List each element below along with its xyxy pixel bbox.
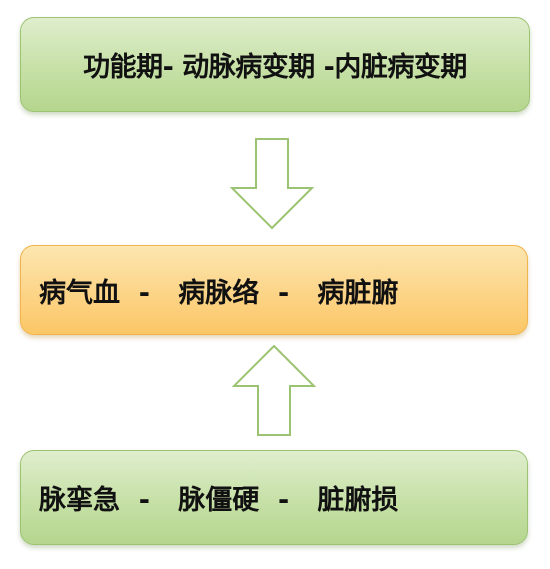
stage-box-top: 功能期- 动脉病变期 -内脏病变期: [20, 17, 530, 112]
arrow-up-shape: [232, 345, 316, 436]
stage-box-middle: 病气血 - 病脉络 - 病脏腑: [20, 245, 528, 335]
stage-box-middle-text: 病气血 - 病脉络 - 病脏腑: [39, 277, 399, 309]
arrow-down-icon: [230, 138, 314, 230]
stage-box-top-text: 功能期- 动脉病变期 -内脏病变期: [83, 52, 467, 83]
stage-box-bottom-text: 脉挛急 - 脉僵硬 - 脏腑损: [39, 485, 399, 516]
arrow-down-shape: [230, 138, 314, 230]
arrow-up-icon: [232, 345, 316, 436]
stage-box-bottom: 脉挛急 - 脉僵硬 - 脏腑损: [20, 450, 528, 545]
